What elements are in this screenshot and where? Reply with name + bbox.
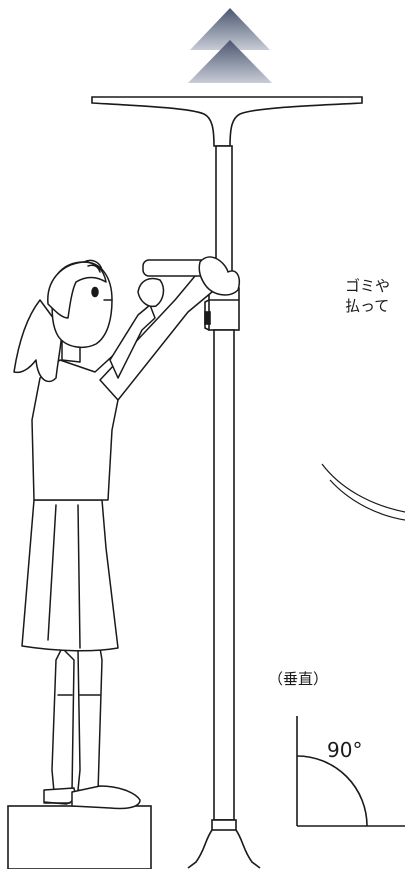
instruction-line-1: ゴミや xyxy=(345,277,391,295)
tension-pole xyxy=(91,96,363,869)
instruction-note: ゴミや 払って xyxy=(345,276,390,316)
person xyxy=(13,256,240,810)
instruction-line-2: 払って xyxy=(345,297,390,315)
angle-value: 90° xyxy=(327,738,363,762)
step-stool xyxy=(7,805,152,869)
vertical-label: （垂直） xyxy=(268,670,329,688)
right-angle-guide xyxy=(296,716,405,827)
up-arrow-icon xyxy=(188,8,272,83)
rotation-marks xyxy=(321,463,405,521)
